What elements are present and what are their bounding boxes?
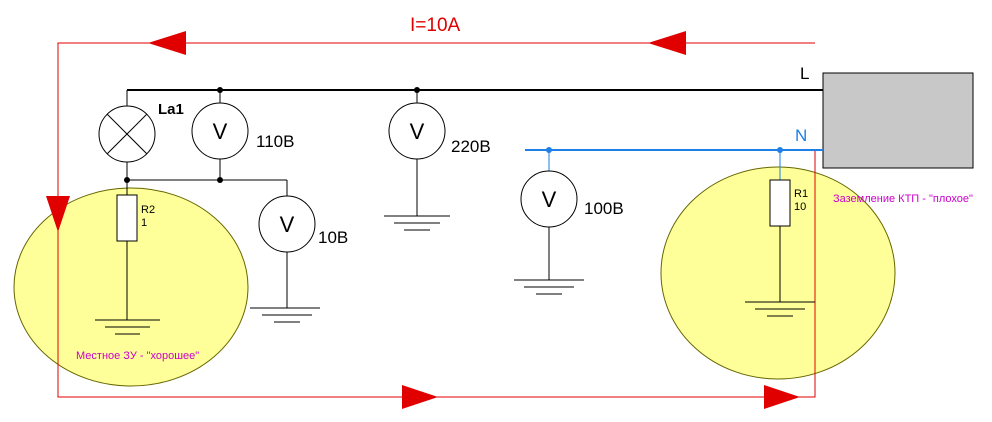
resistor-r2-name: R2 [141, 204, 155, 216]
phase-junction-2 [414, 87, 420, 93]
substation-ground-zone [660, 166, 896, 380]
voltmeter-100-glyph: V [542, 187, 557, 212]
voltmeter-110-glyph: V [213, 119, 228, 144]
resistor-r1-value: 10 [794, 201, 806, 213]
voltmeter-10-reading: 10В [318, 228, 348, 247]
phase-junction-1 [217, 87, 223, 93]
substation-box [822, 72, 974, 169]
current-label: I=10A [410, 15, 461, 36]
voltmeter-110-reading: 110В [256, 132, 294, 151]
voltmeter-220-reading: 220В [451, 137, 491, 156]
ground-symbol-vm10 [250, 307, 320, 323]
local-ground-zone [13, 187, 249, 387]
local-junction-2 [217, 177, 223, 183]
local-ground-caption: Местное ЗУ - "хорошее" [76, 350, 199, 362]
current-path [57, 42, 816, 398]
resistor-r2-value: 1 [141, 217, 147, 229]
current-arrow-bottom-mid [402, 385, 438, 409]
neutral-label: N [795, 126, 807, 145]
current-arrow-left-down [46, 196, 70, 232]
ground-symbol-r2 [95, 319, 160, 335]
neutral-junction-2 [777, 147, 783, 153]
lamp-label: La1 [158, 101, 184, 118]
voltmeter-220-glyph: V [410, 119, 425, 144]
resistor-r1-name: R1 [794, 188, 808, 200]
current-arrow-top-left [148, 31, 186, 55]
substation-ground-caption: Заземление КТП - "плохое" [833, 193, 973, 205]
voltmeter-10-glyph: V [280, 212, 295, 237]
voltmeter-110-body [191, 102, 249, 160]
phase-label: L [800, 64, 809, 83]
voltmeter-100-reading: 100В [584, 199, 624, 218]
ground-symbol-vm100 [514, 279, 584, 295]
resistor-r1 [769, 179, 791, 227]
ground-symbol-r1 [745, 301, 815, 317]
resistor-r2 [116, 194, 138, 242]
ground-symbol-vm220 [384, 215, 450, 231]
lamp-la1 [98, 105, 156, 163]
current-arrow-bottom-right [764, 385, 800, 409]
local-junction-1 [124, 177, 130, 183]
neutral-junction-1 [546, 147, 552, 153]
current-arrow-top-right [648, 31, 686, 55]
